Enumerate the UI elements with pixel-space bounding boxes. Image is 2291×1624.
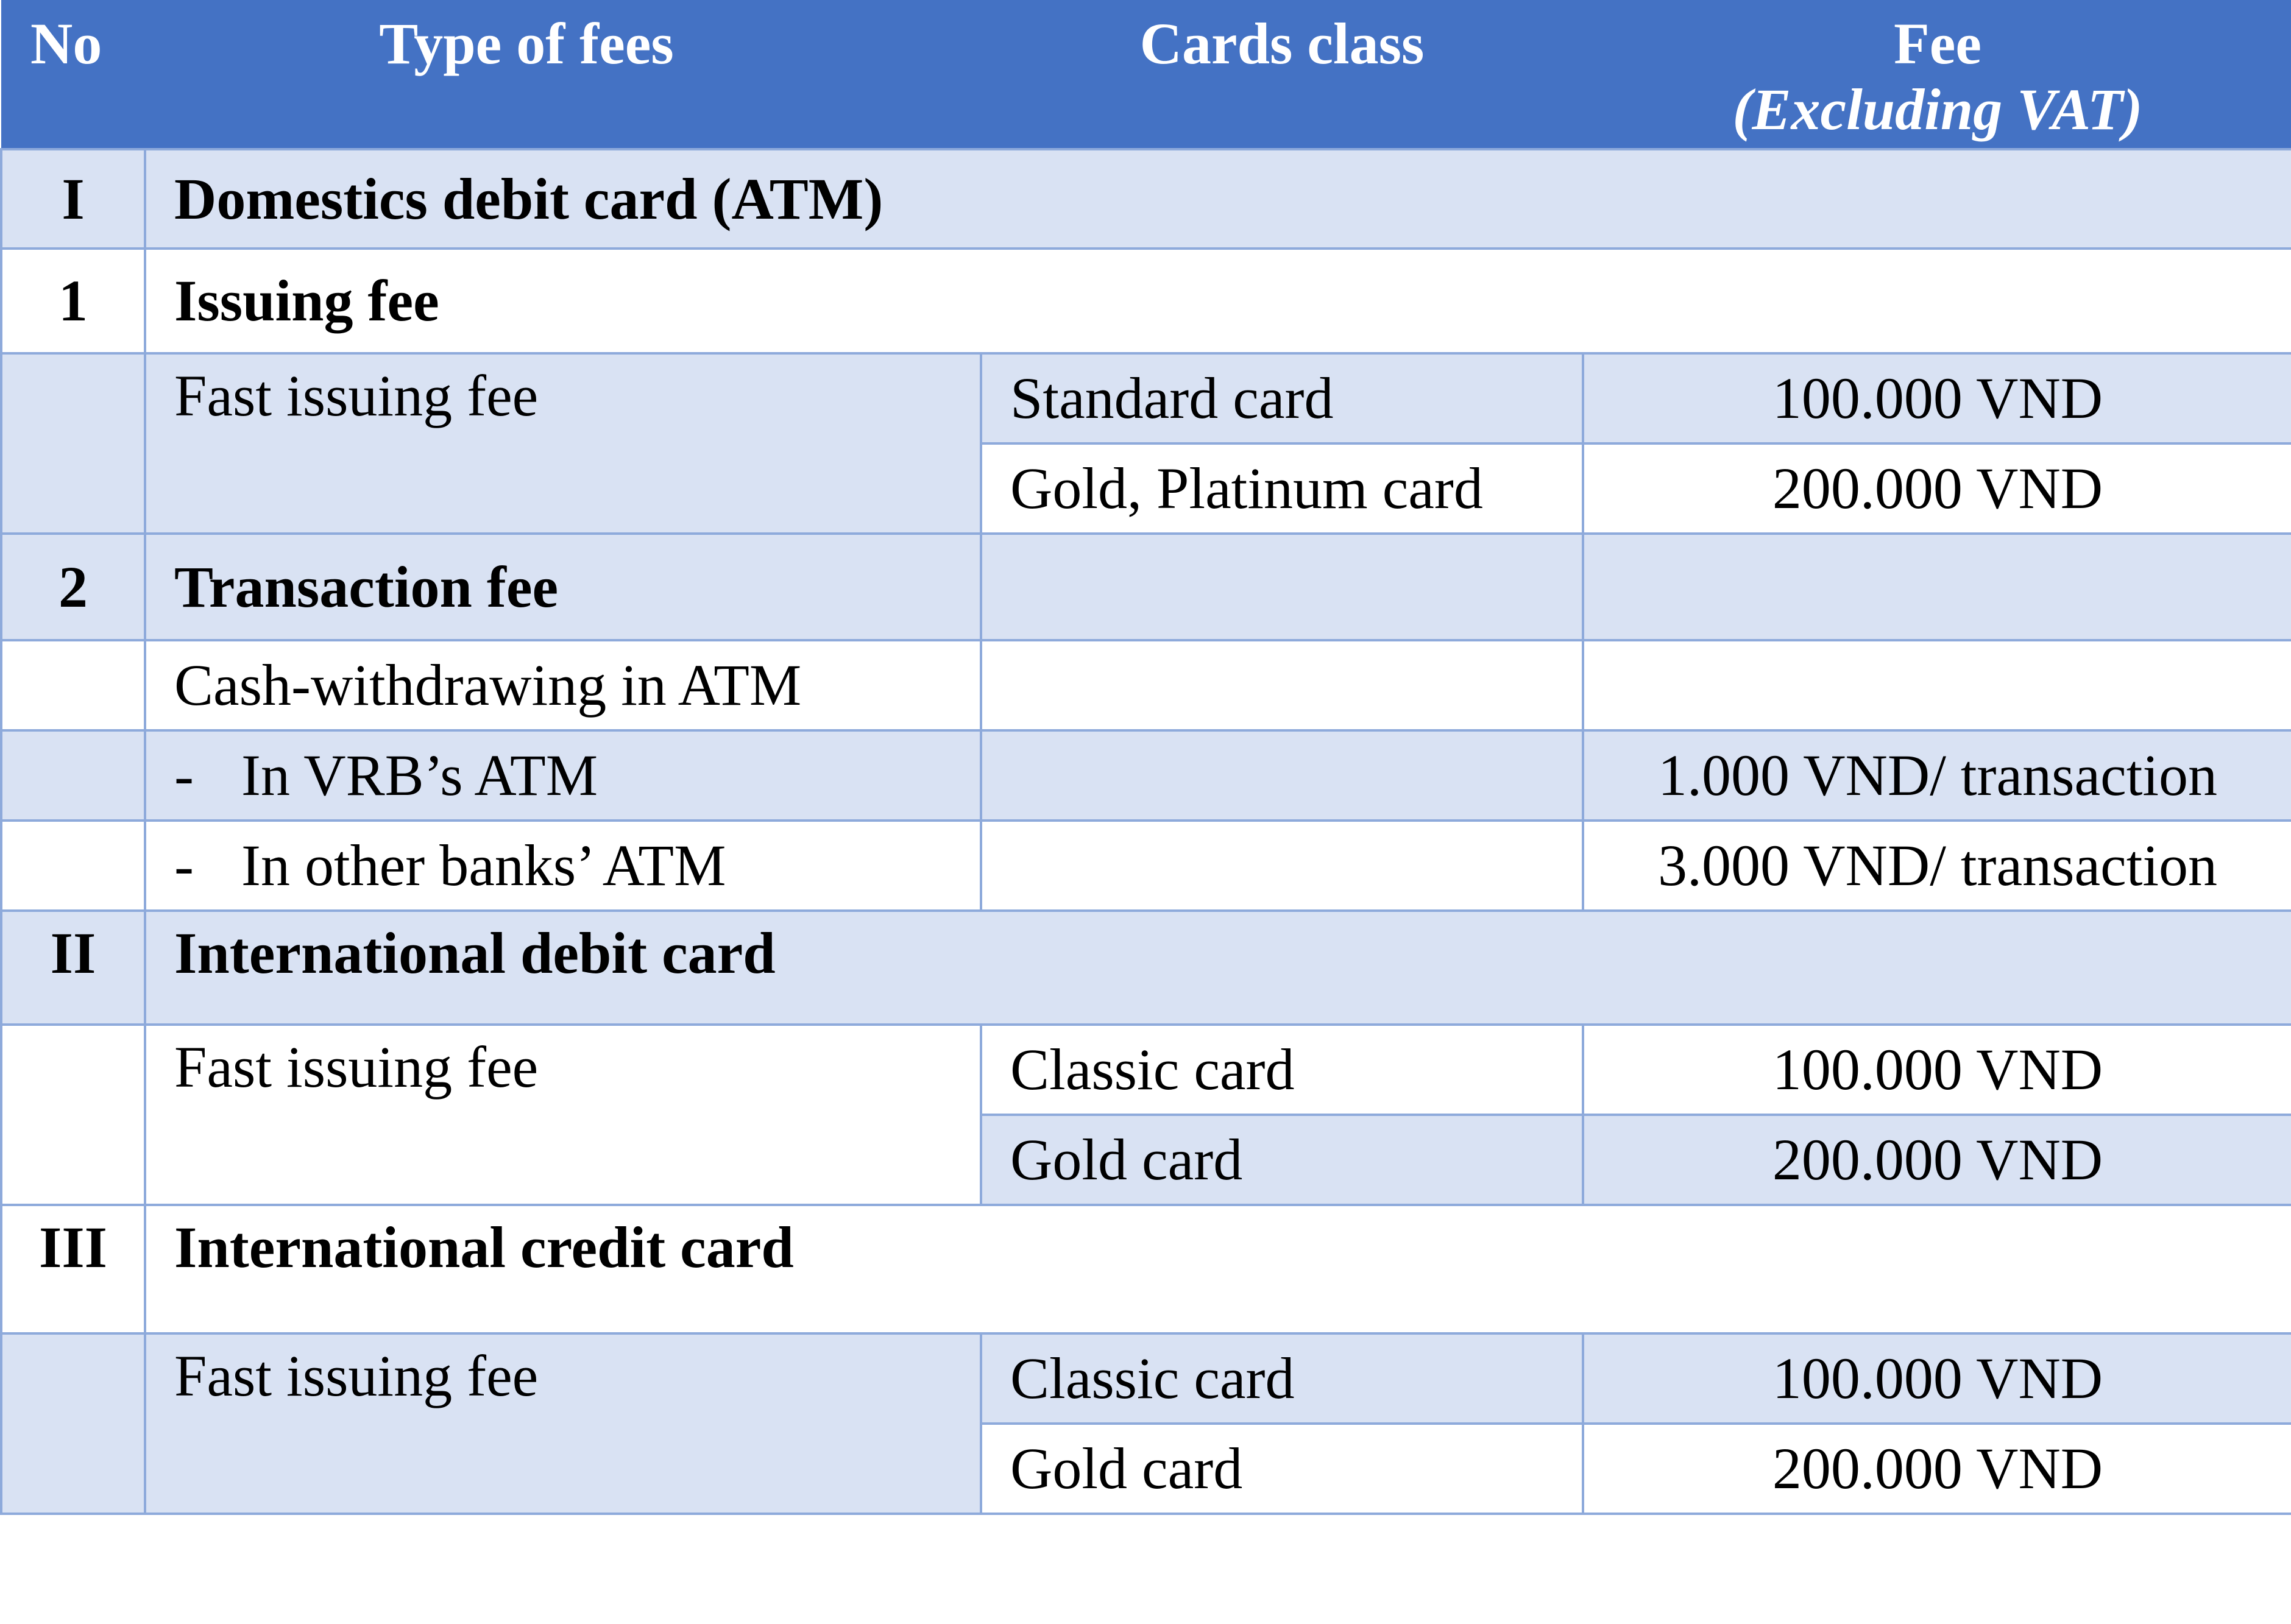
fee-value: 200.000 VND xyxy=(1582,1422,2291,1515)
fee-value: 200.000 VND xyxy=(1582,1114,2291,1206)
empty-cell xyxy=(0,729,146,822)
table-row: Fast issuing fee Classic card 100.000 VN… xyxy=(0,1332,2291,1515)
header-no: No xyxy=(1,0,145,149)
subsection-number: 2 xyxy=(0,532,146,641)
list-item: -In other banks’ ATM xyxy=(144,819,982,912)
table-header: No Type of fees Cards class Fee (Excludi… xyxy=(1,0,2291,149)
section-title: International credit card xyxy=(144,1204,2291,1335)
fee-value: 3.000 VND/ transaction xyxy=(1582,819,2291,912)
list-item-label: In VRB’s ATM xyxy=(241,743,598,808)
card-class: Classic card xyxy=(980,1332,1584,1425)
table-row: -In other banks’ ATM 3.000 VND/ transact… xyxy=(0,819,2291,912)
fee-value: 1.000 VND/ transaction xyxy=(1582,729,2291,822)
card-class: Standard card xyxy=(980,352,1584,445)
section-number: I xyxy=(0,148,146,250)
section-number: III xyxy=(0,1204,146,1335)
fee-type-label: Fast issuing fee xyxy=(144,1332,982,1515)
table-row: Fast issuing fee Standard card 100.000 V… xyxy=(0,352,2291,535)
card-class: Gold, Platinum card xyxy=(980,442,1584,535)
dash-bullet: - xyxy=(174,743,194,808)
card-class: Classic card xyxy=(980,1023,1584,1116)
section-row: III International credit card xyxy=(0,1204,2291,1335)
header-fee-label: Fee xyxy=(1894,11,1981,76)
header-fee-note: (Excluding VAT) xyxy=(1732,76,2143,142)
card-class: Gold card xyxy=(980,1114,1584,1206)
list-item-label: In other banks’ ATM xyxy=(241,833,726,898)
fee-type-label: Cash-withdrawing in ATM xyxy=(144,639,982,732)
empty-cell xyxy=(0,1023,146,1206)
empty-cell xyxy=(980,532,1584,641)
table-row: Gold, Platinum card 200.000 VND xyxy=(1,442,2291,535)
table-row: Cash-withdrawing in ATM xyxy=(0,639,2291,732)
table-row: Fast issuing fee Classic card 100.000 VN… xyxy=(0,1023,2291,1206)
fee-value: 100.000 VND xyxy=(1582,1023,2291,1116)
empty-cell xyxy=(0,1332,146,1515)
fee-value: 200.000 VND xyxy=(1582,442,2291,535)
dash-bullet: - xyxy=(174,833,194,898)
subsection-title: Transaction fee xyxy=(144,532,982,641)
fee-table: No Type of fees Cards class Fee (Excludi… xyxy=(0,0,2291,1515)
table-row: Gold card 200.000 VND xyxy=(1,1114,2291,1206)
fee-value: 100.000 VND xyxy=(1582,352,2291,445)
section-row: I Domestics debit card (ATM) xyxy=(0,148,2291,250)
section-title: Domestics debit card (ATM) xyxy=(144,148,2291,250)
table-row: -In VRB’s ATM 1.000 VND/ transaction xyxy=(0,729,2291,822)
empty-cell xyxy=(0,352,146,535)
subsection-row: 1 Issuing fee xyxy=(0,247,2291,355)
empty-cell xyxy=(0,639,146,732)
fee-type-label: Fast issuing fee xyxy=(144,1023,982,1206)
section-row: II International debit card xyxy=(0,909,2291,1026)
empty-cell xyxy=(980,819,1584,912)
empty-cell xyxy=(1582,639,2291,732)
empty-cell xyxy=(0,819,146,912)
header-cards-class: Cards class xyxy=(981,0,1583,149)
table-row: Gold card 200.000 VND xyxy=(1,1422,2291,1515)
empty-cell xyxy=(980,729,1584,822)
card-class: Gold card xyxy=(980,1422,1584,1515)
subsection-row: 2 Transaction fee xyxy=(0,532,2291,641)
section-number: II xyxy=(0,909,146,1026)
header-fee: Fee (Excluding VAT) xyxy=(1583,0,2291,149)
fee-type-label: Fast issuing fee xyxy=(144,352,982,535)
subsection-title: Issuing fee xyxy=(144,247,2291,355)
empty-cell xyxy=(1582,532,2291,641)
list-item: -In VRB’s ATM xyxy=(144,729,982,822)
header-type-of-fees: Type of fees xyxy=(145,0,981,149)
fee-value: 100.000 VND xyxy=(1582,1332,2291,1425)
empty-cell xyxy=(980,639,1584,732)
section-title: International debit card xyxy=(144,909,2291,1026)
subsection-number: 1 xyxy=(0,247,146,355)
